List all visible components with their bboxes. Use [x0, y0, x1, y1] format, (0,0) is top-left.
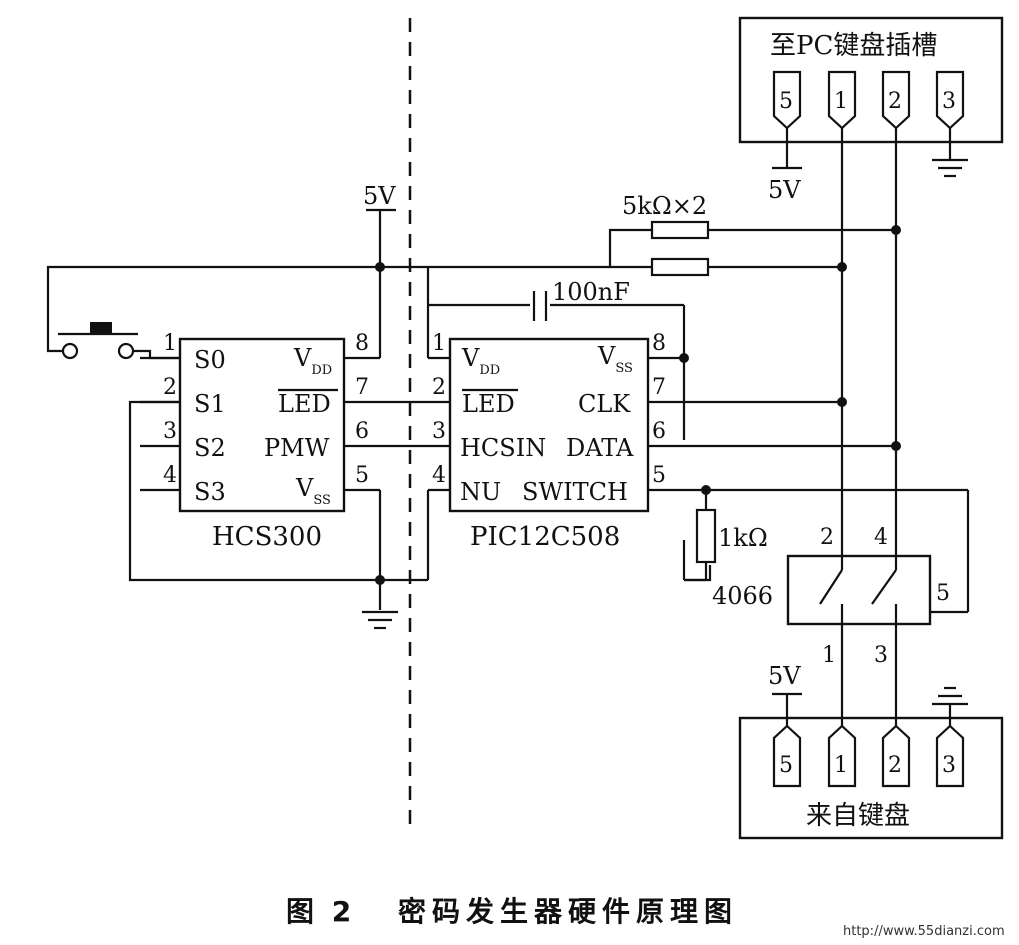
capacitor-label: 100nF: [552, 278, 630, 306]
hcs300-pin2-num: 2: [163, 375, 177, 400]
switch-pin3: 3: [874, 643, 888, 668]
pic-pin2-num: 2: [432, 375, 446, 400]
kb-pin-3: 3: [935, 724, 965, 788]
kb-pin-1: 1: [827, 724, 857, 788]
pic-pin3-label: HCSIN: [460, 434, 546, 462]
pic-pin1-label: VDD: [461, 344, 500, 378]
hcs300-pin6-label: PMW: [264, 434, 330, 462]
hcs300-pin4-label: S3: [194, 478, 226, 506]
circuit-schematic: HCS300 1 2 3 4 S0 S1 S2 S3 8 7 6 5 VDD L…: [46, 16, 1004, 840]
svg-text:1: 1: [834, 89, 848, 114]
svg-text:3: 3: [942, 753, 956, 778]
kb-pin-5: 5: [772, 724, 802, 788]
pic-pin6-label: DATA: [566, 434, 634, 462]
hcs300-pin5-label: VSS: [295, 474, 331, 508]
hcs300-pin7-label: LED: [278, 390, 331, 418]
pic-pin1-num: 1: [432, 331, 446, 356]
pc-pin-2: 2: [881, 70, 911, 130]
svg-text:3: 3: [942, 89, 956, 114]
kb-vcc-label: 5V: [768, 662, 801, 690]
kb-pin-2: 2: [881, 724, 911, 788]
ground-icon: [362, 610, 398, 630]
pic-pin6-num: 6: [652, 419, 666, 444]
switch-pin2: 2: [820, 525, 834, 550]
pic12c508-name: PIC12C508: [470, 522, 620, 552]
hcs300-pin2-label: S1: [194, 390, 226, 418]
switch-pin5: 5: [936, 581, 950, 606]
resistor-1k-label: 1kΩ: [718, 524, 768, 552]
pc-ground-icon: [932, 158, 968, 178]
hcs300-pin6-num: 6: [355, 419, 369, 444]
pullup-label: 5kΩ×2: [622, 192, 707, 220]
switch-4066-name: 4066: [712, 582, 773, 610]
pic-pin8-num: 8: [652, 331, 666, 356]
connector-from-keyboard-title: 来自键盘: [806, 801, 910, 831]
kb-ground-icon: [932, 686, 968, 706]
hcs300-chip: HCS300 1 2 3 4 S0 S1 S2 S3 8 7 6 5 VDD L…: [140, 331, 428, 552]
pc-pin-1: 1: [827, 70, 857, 130]
svg-text:2: 2: [888, 89, 902, 114]
pic12c508-chip: PIC12C508 1 2 3 4 VDD LED HCSIN NU 8 7 6…: [428, 331, 968, 552]
push-button-icon: [58, 322, 138, 360]
svg-text:2: 2: [888, 753, 902, 778]
capacitor-100nf: [530, 290, 550, 321]
hcs300-pin4-num: 4: [163, 463, 177, 488]
resistor-1k: [695, 508, 717, 564]
pic-pin5-num: 5: [652, 463, 666, 488]
hcs300-pin8-num: 8: [355, 331, 369, 356]
pic-pin2-label: LED: [462, 390, 515, 418]
pic-pin4-num: 4: [432, 463, 446, 488]
hcs300-pin3-num: 3: [163, 419, 177, 444]
pic-pin7-label: CLK: [578, 390, 631, 418]
button-wire: [46, 265, 428, 353]
switch-pin1: 1: [822, 643, 836, 668]
svg-text:5: 5: [779, 753, 793, 778]
svg-text:1: 1: [834, 753, 848, 778]
hcs300-pin8-label: VDD: [293, 344, 332, 378]
figure-caption: 图 2 密码发生器硬件原理图: [0, 890, 1019, 930]
svg-text:5: 5: [779, 89, 793, 114]
vcc-label-left: 5V: [363, 182, 396, 210]
switch-4066: [786, 554, 968, 626]
hcs300-pin3-label: S2: [194, 434, 226, 462]
pc-pin-3: 3: [935, 70, 965, 130]
connector-to-pc: 至PC键盘插槽 5 1 2 3: [738, 16, 1004, 144]
hcs300-pin7-num: 7: [355, 375, 369, 400]
hcs300-name: HCS300: [212, 522, 322, 552]
watermark: http://www.55dianzi.com: [843, 924, 1005, 939]
connector-to-pc-title: 至PC键盘插槽: [770, 31, 937, 61]
hcs300-pin1-num: 1: [163, 331, 177, 356]
pullup-resistors: [650, 220, 710, 277]
pic-pin7-num: 7: [652, 375, 666, 400]
switch-pin4: 4: [874, 525, 888, 550]
hcs300-pin5-num: 5: [355, 463, 369, 488]
pic-pin5-label: SWITCH: [522, 478, 628, 506]
figure-title: 密码发生器硬件原理图: [398, 895, 739, 928]
hcs300-pin1-label: S0: [194, 346, 226, 374]
pic-pin4-label: NU: [460, 478, 501, 506]
connector-from-keyboard: 来自键盘 5 1 2 3: [738, 716, 1004, 840]
pc-vcc-label: 5V: [768, 176, 801, 204]
pic-pin8-label: VSS: [597, 342, 633, 376]
pic-pin3-num: 3: [432, 419, 446, 444]
pc-pin-5: 5: [772, 70, 802, 130]
figure-number: 图 2: [286, 895, 356, 928]
